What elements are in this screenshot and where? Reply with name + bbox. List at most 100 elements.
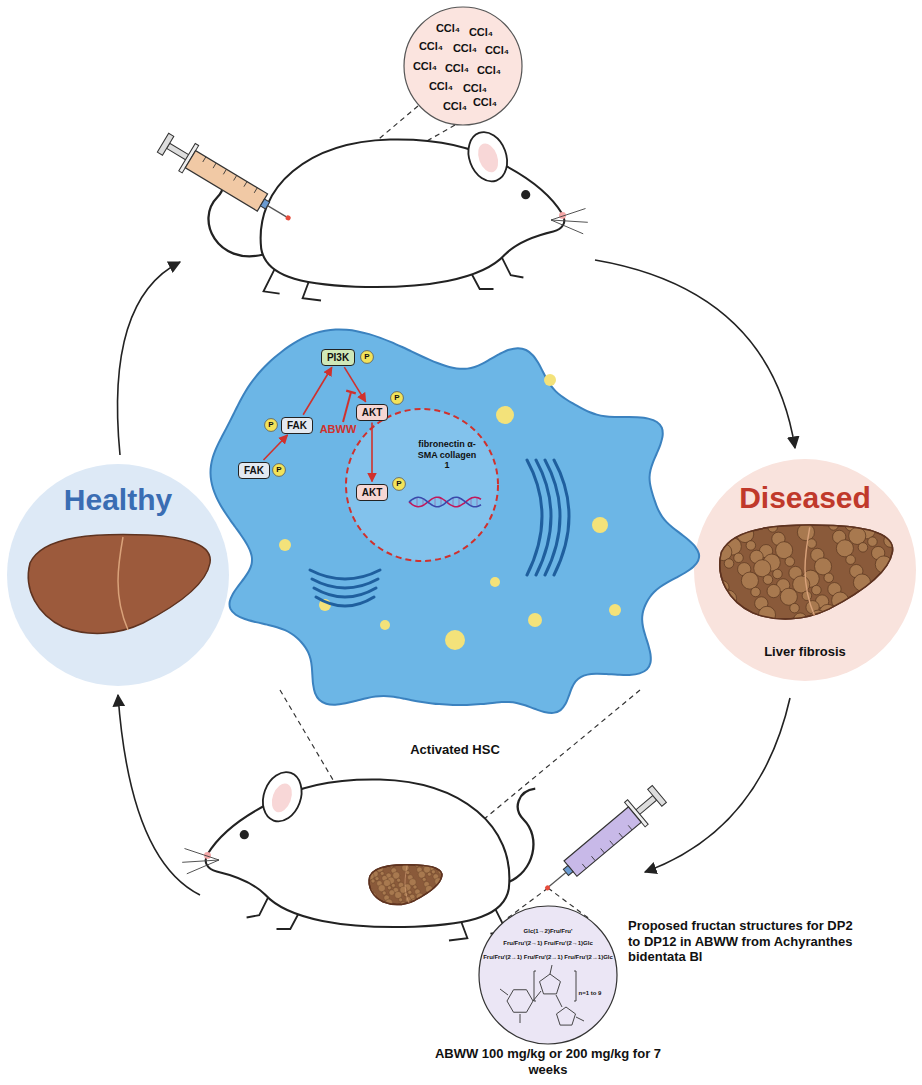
fibrosis-nodule [724,559,734,569]
fibrosis-nodule [380,871,384,875]
fibrosis-nodule [373,899,377,903]
fibrosis-nodule [751,587,761,597]
fibrosis-nodule [754,560,771,577]
syringe-illustration [155,129,299,233]
node-label: Fru/Fru'(2→1) Fru/Fru'(2→1) Fru/Fru'(2→1… [483,954,613,961]
fibrosis-nodule [858,543,868,553]
fibrosis-nodule [741,572,758,589]
dna-strand [409,497,481,507]
fructose-ring [540,974,561,994]
syringe-scale [244,182,247,187]
dot-outline [361,351,374,364]
fibrosis-nodule [849,527,866,544]
fibrosis-nodule [389,890,395,896]
mouse-whisker [187,860,219,874]
mouse-eye [521,190,530,199]
fibrosis-nodule [867,599,880,612]
node-label: CCl₄ [436,22,460,35]
mouse-whisker [185,849,220,861]
akt-box: AKT [356,484,389,501]
injection-spot [285,215,292,222]
syringe-scale [203,157,206,162]
vesicle [445,630,465,650]
er-membrane [316,597,374,606]
mouse-body [261,139,565,287]
fibrosis-nodule [767,584,780,597]
fibrosis-nodule [863,589,873,599]
dot-outline [265,419,278,432]
fak-box: FAK [281,417,313,434]
fibrosis-nodule [729,605,739,615]
mouse-whisker [551,209,586,221]
node-label: CCl₄ [463,82,487,95]
liver-illustration [28,534,210,633]
vesicle [544,374,556,386]
circle-outline [7,464,229,686]
fibrosis-nodule [426,901,432,907]
phospho-label: P [360,350,374,364]
syringe-scale [628,825,632,830]
node-label: CCl₄ [473,96,497,109]
phospho-label: P [390,391,404,405]
fibrosis-nodule [431,896,437,902]
dna-rung [477,497,478,506]
glucose-ring [507,990,533,1013]
vesicle [490,577,500,587]
liver-ligament [118,537,128,630]
er-membrane [554,460,569,575]
fibrosis-nodule [375,877,379,881]
structure-caption: Proposed fructan structures for DP2 to D… [628,918,863,965]
node-label: Healthy [64,483,172,518]
protein-name: AKT [362,486,383,499]
signal-arrow [344,367,365,402]
node-label: CCl₄ [477,64,501,77]
fructose-ring [556,1007,575,1025]
vesicle [528,613,542,627]
syringe-scale [582,864,586,869]
diseased-circle: DiseasedLiver fibrosis [693,458,917,682]
fibrosis-nodule [737,526,754,543]
fibrosis-nodule [439,884,443,888]
side-chain [500,965,584,1023]
dna-rung [417,497,418,507]
circle-outline [479,906,617,1044]
fibrosis-nodule [746,541,756,551]
fibrosis-nodule [776,542,793,559]
syringe-scale [591,856,595,861]
mouse-tail [507,789,536,883]
node-label: n=1 to 9 [579,990,602,997]
fibrosis-nodule [885,571,895,581]
fibrosis-nodule [433,900,440,907]
fibrosis-nodule [824,573,834,583]
fibrosis-nodule [797,524,814,541]
fibrosis-nodule [846,555,856,565]
phospho-label: P [264,418,278,432]
circle-shape [478,905,618,1045]
mouse-illustration [182,767,535,941]
node-label: Glc(1→2)Fru/Fru' [524,928,573,935]
fibrosis-nodule [815,558,832,575]
fibrosis-nodule [424,897,428,901]
syringe-scale [619,833,623,838]
inhibition-line [343,392,351,422]
vesicle [279,539,291,551]
er-membrane [312,579,378,588]
dna-rung [435,497,436,506]
fibrosis-nodule [880,525,890,535]
fibrosis-nodule [395,891,402,898]
syringe-plunger-cap [157,133,173,155]
fibrosis-nodule [378,885,385,892]
fibrosis-nodule [734,553,744,563]
protein-name: FAK [244,464,264,477]
fibrosis-nodule [733,615,746,628]
fibrosis-nodule [429,892,433,896]
fibrosis-nodule [391,883,395,887]
fibrosis-nodule [717,519,727,529]
node-label: Fru/Fru'(2→1) Fru/Fru'(2→1)Glc [503,940,593,947]
fibrosis-nodule [382,891,386,895]
dose-caption: ABWW 100 mg/kg or 200 mg/kg for 7 weeks [428,1046,668,1077]
node-label: CCl₄ [469,26,493,39]
syringe-needle [549,872,566,886]
